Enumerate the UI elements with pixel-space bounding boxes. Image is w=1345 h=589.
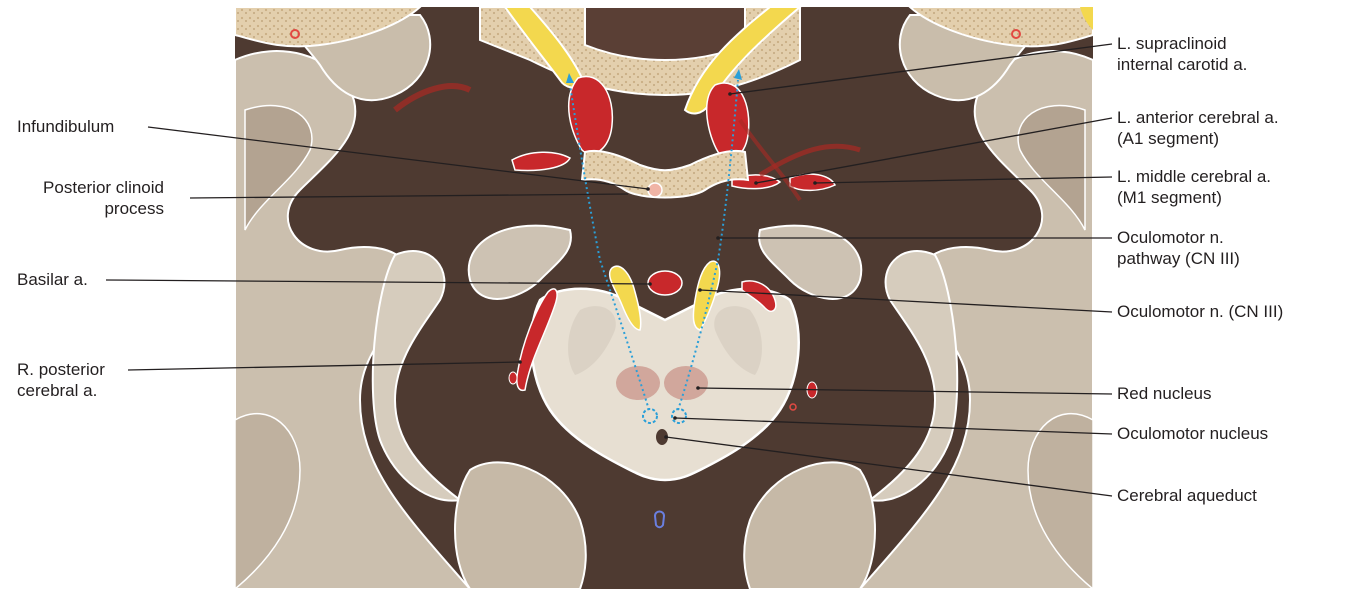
label-red-nucleus: Red nucleus bbox=[1117, 383, 1212, 404]
label-posterior-clinoid: Posterior clinoid process bbox=[10, 177, 164, 219]
label-basilar-line1: Basilar a. bbox=[17, 269, 88, 290]
label-oculomotor-nerve: Oculomotor n. (CN III) bbox=[1117, 301, 1283, 322]
label-cerebral-aqueduct-line1: Cerebral aqueduct bbox=[1117, 485, 1257, 506]
label-r-posterior-cerebral-line2: cerebral a. bbox=[17, 380, 105, 401]
label-r-posterior-cerebral: R. posterior cerebral a. bbox=[17, 359, 105, 401]
label-oculomotor-nucleus-line1: Oculomotor nucleus bbox=[1117, 423, 1268, 444]
label-l-middle-cerebral: L. middle cerebral a. (M1 segment) bbox=[1117, 166, 1271, 208]
label-l-middle-cerebral-line2: (M1 segment) bbox=[1117, 187, 1271, 208]
right-pca-branch bbox=[509, 372, 517, 384]
label-l-supraclinoid-ica: L. supraclinoid internal carotid a. bbox=[1117, 33, 1247, 75]
label-l-anterior-cerebral-line1: L. anterior cerebral a. bbox=[1117, 107, 1279, 128]
red-nucleus-right bbox=[664, 366, 708, 400]
label-oculomotor-pathway-line2: pathway (CN III) bbox=[1117, 248, 1240, 269]
basilar-artery bbox=[648, 271, 682, 295]
label-red-nucleus-line1: Red nucleus bbox=[1117, 383, 1212, 404]
label-cerebral-aqueduct: Cerebral aqueduct bbox=[1117, 485, 1257, 506]
label-oculomotor-pathway-line1: Oculomotor n. bbox=[1117, 227, 1240, 248]
label-l-anterior-cerebral-line2: (A1 segment) bbox=[1117, 128, 1279, 149]
label-r-posterior-cerebral-line1: R. posterior bbox=[17, 359, 105, 380]
infundibulum-structure bbox=[648, 183, 662, 197]
label-l-supraclinoid-ica-line2: internal carotid a. bbox=[1117, 54, 1247, 75]
label-l-supraclinoid-ica-line1: L. supraclinoid bbox=[1117, 33, 1247, 54]
label-basilar: Basilar a. bbox=[17, 269, 88, 290]
label-l-anterior-cerebral: L. anterior cerebral a. (A1 segment) bbox=[1117, 107, 1279, 149]
label-posterior-clinoid-line1: Posterior clinoid bbox=[10, 177, 164, 198]
label-oculomotor-nucleus: Oculomotor nucleus bbox=[1117, 423, 1268, 444]
label-oculomotor-pathway: Oculomotor n. pathway (CN III) bbox=[1117, 227, 1240, 269]
label-infundibulum: Infundibulum bbox=[17, 116, 114, 137]
label-infundibulum-line1: Infundibulum bbox=[17, 116, 114, 137]
red-nucleus-left bbox=[616, 366, 660, 400]
label-l-middle-cerebral-line1: L. middle cerebral a. bbox=[1117, 166, 1271, 187]
label-oculomotor-nerve-line1: Oculomotor n. (CN III) bbox=[1117, 301, 1283, 322]
label-posterior-clinoid-line2: process bbox=[10, 198, 164, 219]
